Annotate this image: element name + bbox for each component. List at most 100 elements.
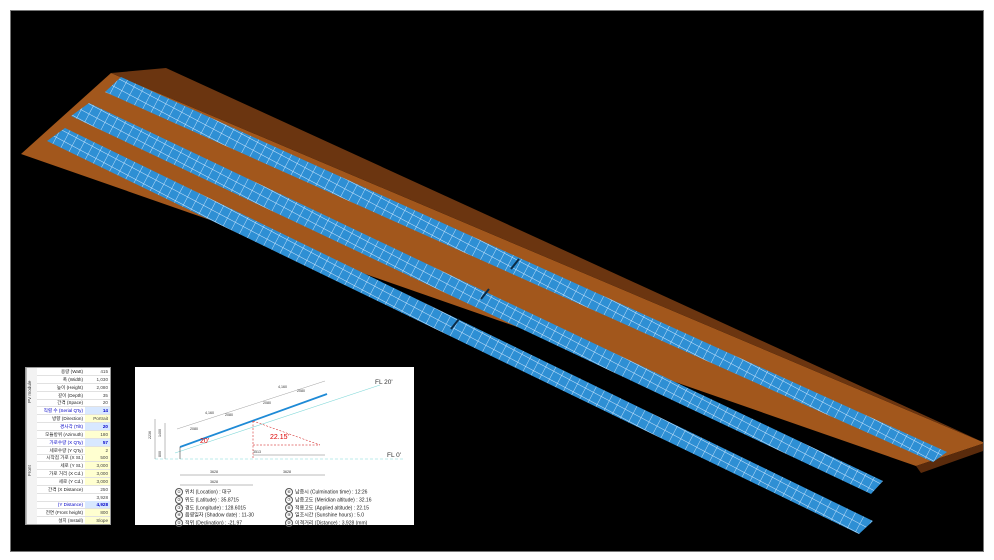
info-text: 일조시간 (Sunshine hours) : 5.0 (295, 512, 364, 519)
info-text: 적위 (Declination) : -21.97 (185, 520, 243, 527)
param-value[interactable]: 415 (100, 369, 108, 374)
param-row: 간격 (Space)20 (37, 399, 110, 408)
param-value[interactable]: 3,000 (85, 477, 110, 485)
param-label: 세로 (Y St.) (60, 463, 83, 469)
param-label: 경사각 (Tilt) (60, 423, 83, 429)
fl-top-label: FL 20' (375, 379, 393, 386)
param-row: 설치 (Install)Slope (37, 517, 110, 524)
dim-12: 3628 (210, 480, 218, 484)
param-label (37, 494, 85, 501)
param-label: 방향 (Direction) (52, 416, 83, 422)
dim-2: 4,160 (278, 385, 287, 389)
section-drawing: FL 20' FL 0' 20' 22.15' 4,160 4,160 2080… (148, 379, 405, 486)
param-value[interactable]: 20 (85, 422, 110, 430)
param-label: 모듈방위 (Azimuth) (45, 431, 83, 437)
param-value[interactable]: 1,030 (96, 376, 109, 382)
info-index: ① (175, 488, 183, 496)
info-text: 적용고도 (Applied altitude) : 22.15 (295, 504, 369, 511)
info-index: ③ (175, 503, 183, 512)
pv-row-1[interactable] (105, 77, 947, 462)
info-index: ⑥ (285, 488, 293, 496)
param-value[interactable]: 800 (85, 509, 110, 517)
param-value[interactable]: 57 (85, 438, 110, 446)
param-row: 세로 (Y Cd.)3,000 (37, 477, 110, 486)
param-row: 세로 (Y St.)3,000 (37, 462, 110, 471)
param-value[interactable]: 500 (85, 454, 110, 462)
param-value[interactable]: 4,928 (85, 501, 110, 509)
dim-1: 4,160 (205, 411, 214, 415)
info-text: 남중고도 (Meridian altitude) : 32.16 (295, 497, 372, 504)
dim-6: 2080 (297, 389, 305, 393)
param-value[interactable]: 3,000 (85, 470, 110, 478)
param-row: 높이 (Height) 2,080 (37, 384, 110, 392)
param-value[interactable]: 3,928 (96, 494, 109, 500)
info-text: 위도 (Latitude) : 35.8715 (185, 497, 239, 504)
param-row: 깊이 (Depth) 35 (37, 392, 110, 400)
dim-10: 3628 (210, 470, 218, 474)
info-text: 경도 (Longitude) : 128.6015 (185, 504, 246, 511)
param-label: 깊이 (Depth) (57, 392, 83, 398)
param-row: 방향 (Direction)Portrait (37, 415, 110, 424)
parameter-table: PV module Front 용량 (Watt) 415 폭 (Width)1,0… (25, 367, 111, 525)
param-value[interactable]: 14 (85, 407, 110, 415)
viewport-3d[interactable] (10, 10, 984, 552)
dim-13: 3513 (253, 450, 261, 454)
param-row: 간격 (X Distance) 250 (37, 486, 110, 494)
applied-angle-label: 22.15' (270, 434, 289, 441)
param-label: 가로 거리 (X Cd.) (48, 471, 83, 477)
param-value[interactable]: 3,000 (85, 462, 110, 470)
param-row: 전면 (Front height)800 (37, 509, 110, 518)
param-value[interactable]: 20 (102, 400, 108, 406)
group-front: Front (26, 416, 37, 524)
param-row: (Y Distance)4,928 (37, 501, 110, 510)
param-value[interactable]: Slope (85, 517, 110, 524)
dim-8: 1400 (158, 429, 162, 437)
param-row: 3,928 (37, 494, 110, 502)
pv-row-3[interactable] (47, 128, 873, 534)
param-value[interactable]: 180 (85, 430, 110, 438)
param-row: 용량 (Watt) 415 (37, 368, 110, 376)
dim-3: 2080 (190, 427, 198, 431)
param-value[interactable]: Portrait (85, 415, 110, 423)
param-label: 간격 (X Distance) (47, 486, 83, 492)
info-index: ⑨ (285, 511, 293, 520)
param-row: 폭 (Width)1,030 (37, 376, 110, 384)
info-index: ⑦ (285, 495, 293, 504)
param-value[interactable]: 2 (85, 446, 110, 454)
param-label: 세로 (Y Cd.) (58, 478, 83, 484)
param-label: 설치 (Install) (58, 518, 83, 524)
info-index: ⑧ (285, 503, 293, 512)
pv-row-2[interactable] (71, 103, 883, 494)
dim-7: 2236 (148, 431, 152, 439)
param-row: 경사각 (Tilt)20 (37, 422, 110, 431)
param-label: 전면 (Front height) (45, 510, 83, 516)
info-text: 위치 (Location) : 대구 (185, 489, 232, 496)
param-label: 높이 (Height) (56, 384, 83, 390)
param-value[interactable]: 250 (100, 486, 108, 492)
solar-array-3d-scene[interactable] (11, 11, 983, 551)
param-label: 시작점 가로 (X St.) (46, 455, 83, 461)
param-row: 시작점 가로 (X St.)500 (37, 454, 110, 463)
param-value[interactable]: 35 (102, 392, 108, 398)
row-gaps (450, 258, 520, 330)
param-value[interactable]: 2,080 (96, 384, 109, 390)
dim-11: 3628 (283, 470, 291, 474)
param-row: 가로 거리 (X Cd.)3,000 (37, 470, 110, 479)
info-index: ⑤ (175, 519, 183, 528)
param-label: 세로수량 (Y Q'ty) (49, 447, 83, 453)
param-row: 세로수량 (Y Q'ty)2 (37, 446, 110, 455)
info-index: ② (175, 495, 183, 504)
group-pv-module: PV module (26, 368, 37, 416)
param-row: 모듈방위 (Azimuth)180 (37, 430, 110, 439)
fl-bottom-label: FL 0' (387, 452, 401, 459)
param-label: 용량 (Watt) (60, 369, 83, 374)
section-drawing-panel: FL 20' FL 0' 20' 22.15' 4,160 4,160 2080… (135, 367, 414, 528)
